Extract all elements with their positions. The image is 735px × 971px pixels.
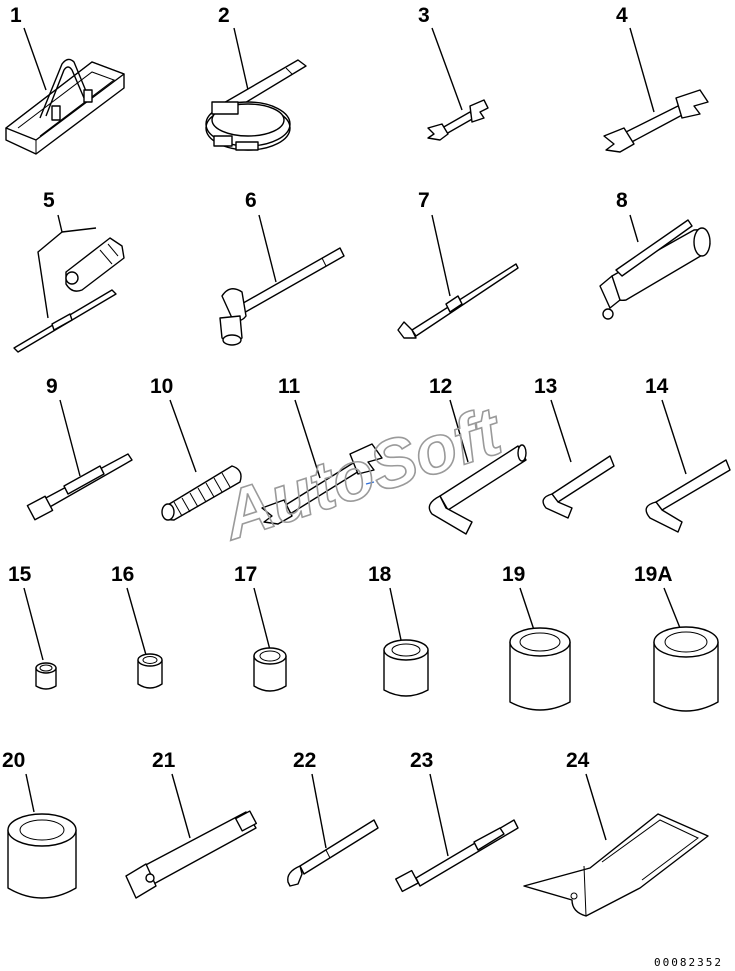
grease-gun [599, 219, 711, 320]
callout-18: 18 [368, 563, 392, 586]
callout-21: 21 [152, 749, 176, 772]
callout-16: 16 [111, 563, 134, 586]
drawing-number: 00082352 [654, 956, 723, 969]
callout-12: 12 [429, 375, 452, 398]
nozzle [26, 453, 133, 521]
socket-19a [653, 626, 719, 712]
callout-24: 24 [566, 749, 590, 772]
callout-8: 8 [616, 189, 628, 212]
callout-14: 14 [645, 375, 669, 398]
hammer [219, 247, 345, 346]
tool-bag [523, 813, 709, 917]
socket-16 [137, 653, 163, 689]
tool-box [5, 58, 125, 155]
callout-23: 23 [410, 749, 433, 772]
callout-17: 17 [234, 563, 257, 586]
callout-1: 1 [10, 4, 22, 27]
socket-19 [509, 627, 571, 711]
callout-3: 3 [418, 4, 430, 27]
callout-19a: 19A [634, 563, 673, 586]
leader-lines [23, 27, 687, 857]
callout-13: 13 [534, 375, 557, 398]
callout-2: 2 [218, 4, 230, 27]
callout-20: 20 [2, 749, 25, 772]
callout-15: 15 [8, 563, 32, 586]
socket-20 [7, 813, 77, 899]
hex-wrench-large [428, 444, 527, 535]
callout-11: 11 [278, 375, 301, 398]
screwdriver [13, 237, 125, 353]
open-end-wrench-large [603, 89, 709, 153]
pry-bar [397, 263, 519, 339]
socket-18 [383, 639, 429, 697]
callout-10: 10 [150, 375, 173, 398]
l-handle [287, 819, 379, 887]
callout-6: 6 [245, 189, 257, 212]
offset-wrench [261, 443, 383, 525]
callout-19: 19 [502, 563, 525, 586]
callout-7: 7 [418, 189, 430, 212]
ratchet-handle [395, 819, 519, 893]
socket-15 [35, 662, 57, 690]
socket-17 [253, 647, 287, 692]
callout-9: 9 [46, 375, 58, 398]
filter-wrench [205, 59, 307, 151]
extension-bar [125, 810, 258, 899]
callout-5: 5 [43, 189, 55, 212]
coil-spring [161, 465, 242, 521]
hex-wrench-medium [542, 455, 615, 519]
hex-wrench-small [645, 459, 731, 533]
open-end-wrench-small [427, 99, 489, 141]
callout-4: 4 [616, 4, 628, 27]
callout-22: 22 [293, 749, 316, 772]
